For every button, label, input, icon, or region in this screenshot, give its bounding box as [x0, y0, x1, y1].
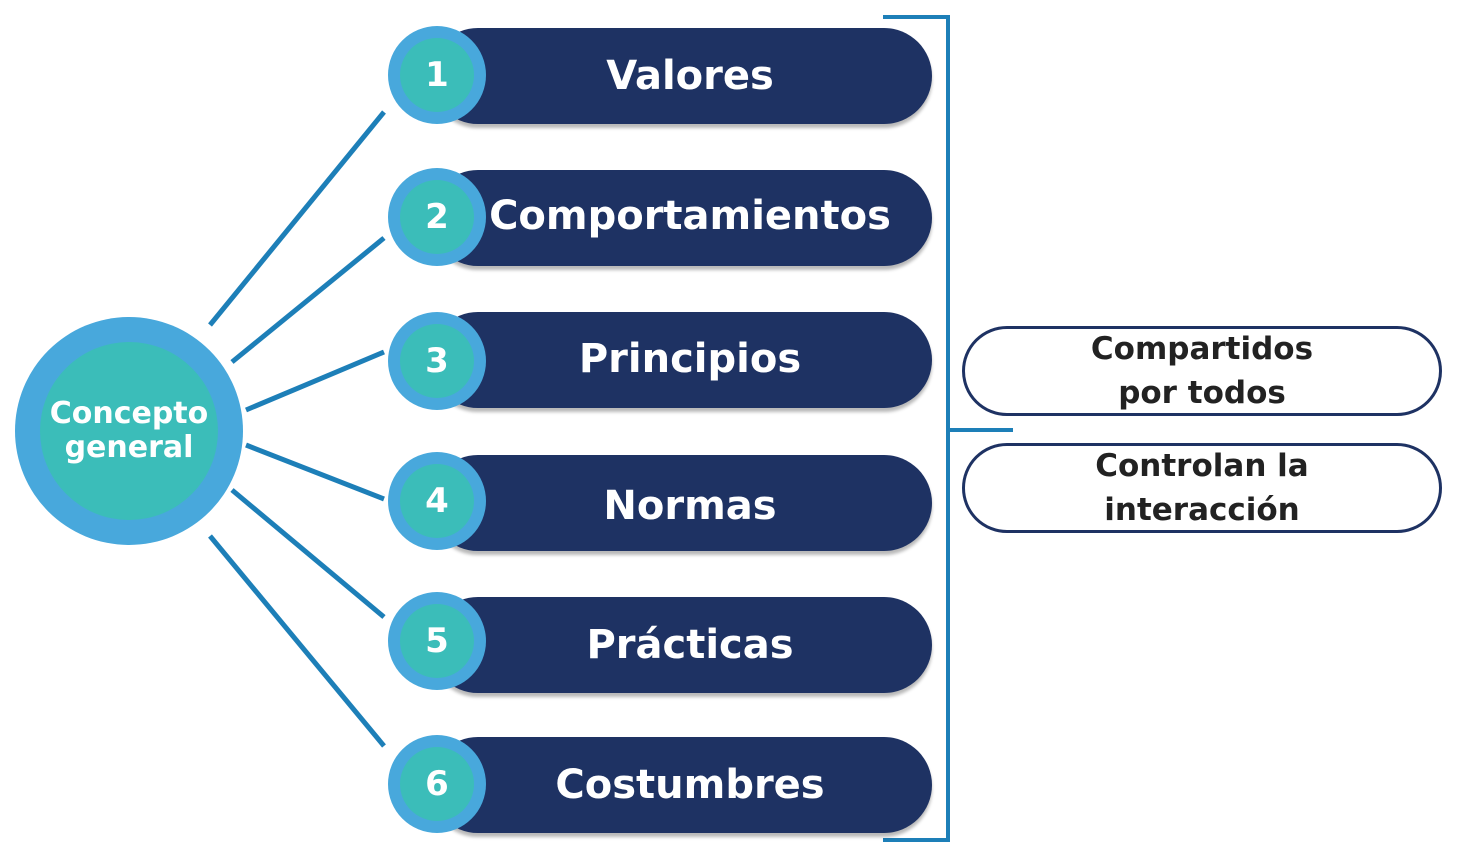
item-pill-6 [430, 737, 932, 833]
side-box-shared: Compartidos por todos [962, 326, 1442, 416]
center-node: Concepto general [40, 342, 218, 520]
number-badge-label-5: 5 [400, 604, 474, 678]
connector-line-1 [208, 110, 386, 327]
number-badge-label-2: 2 [400, 180, 474, 254]
number-badge-label-4: 4 [400, 464, 474, 538]
item-label-5: Prácticas [586, 622, 794, 668]
center-label-line2: general [64, 430, 194, 465]
item-label-4: Normas [603, 483, 777, 529]
item-pill-3 [430, 312, 932, 408]
item-label-6: Costumbres [555, 762, 825, 808]
item-pill-2 [430, 170, 932, 266]
connector-line-2 [230, 236, 386, 364]
side-box-control: Controlan la interacción [962, 443, 1442, 533]
item-label-2: Comportamientos [489, 193, 891, 239]
item-pill-1 [430, 28, 932, 124]
bracket [883, 15, 950, 842]
side-box-shared-line2: por todos [1118, 375, 1286, 411]
center-label-line1: Concepto [49, 396, 209, 431]
connector-line-6 [208, 534, 386, 748]
item-label-3: Principios [578, 336, 802, 382]
item-pill-5 [430, 597, 932, 693]
connector-line-3 [245, 349, 385, 413]
number-badge-label-1: 1 [400, 38, 474, 112]
item-label-1: Valores [606, 53, 774, 99]
side-box-control-line2: interacción [1104, 492, 1300, 528]
number-badge-label-6: 6 [400, 747, 474, 821]
side-box-control-line1: Controlan la [1095, 448, 1309, 484]
item-pill-4 [430, 455, 932, 551]
side-box-shared-line1: Compartidos [1090, 331, 1314, 367]
connector-line-5 [230, 488, 386, 619]
connector-line-4 [245, 442, 385, 502]
number-badge-label-3: 3 [400, 324, 474, 398]
